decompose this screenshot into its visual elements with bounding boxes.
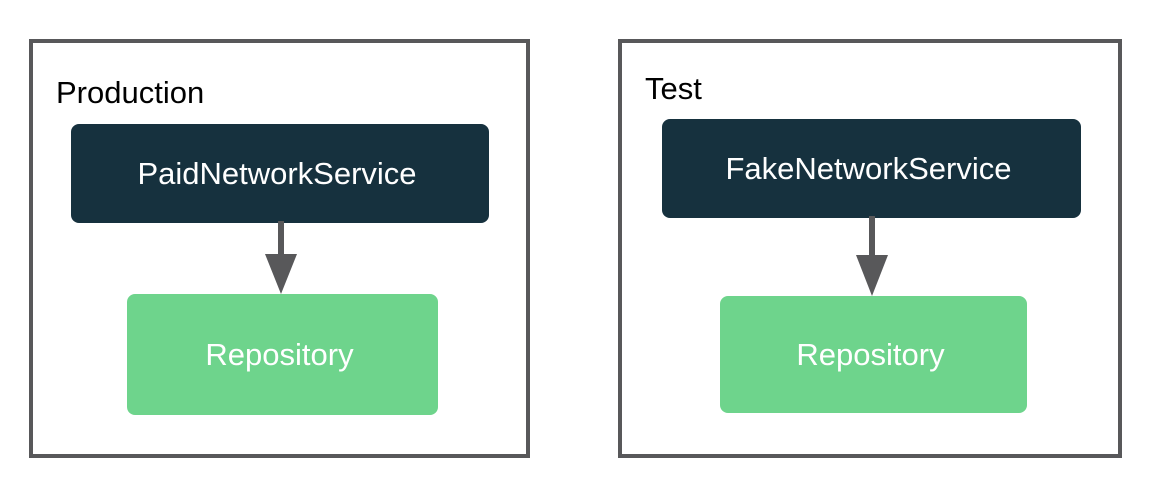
- arrow-production-service-to-repository: [265, 221, 297, 294]
- node-label-paid-network-service: PaidNetworkService: [137, 155, 417, 191]
- node-label-fake-network-service: FakeNetworkService: [725, 150, 1012, 186]
- node-fake-network-service[interactable]: FakeNetworkService: [662, 119, 1081, 218]
- group-title-test: Test: [645, 71, 702, 106]
- arrow-test-service-to-repository: [856, 216, 888, 296]
- node-repository-test[interactable]: Repository: [720, 296, 1027, 413]
- node-repository-production[interactable]: Repository: [127, 294, 438, 415]
- node-paid-network-service[interactable]: PaidNetworkService: [71, 124, 489, 223]
- group-title-production: Production: [56, 75, 205, 110]
- node-label-repository-test: Repository: [796, 336, 945, 372]
- node-label-repository-production: Repository: [205, 336, 354, 372]
